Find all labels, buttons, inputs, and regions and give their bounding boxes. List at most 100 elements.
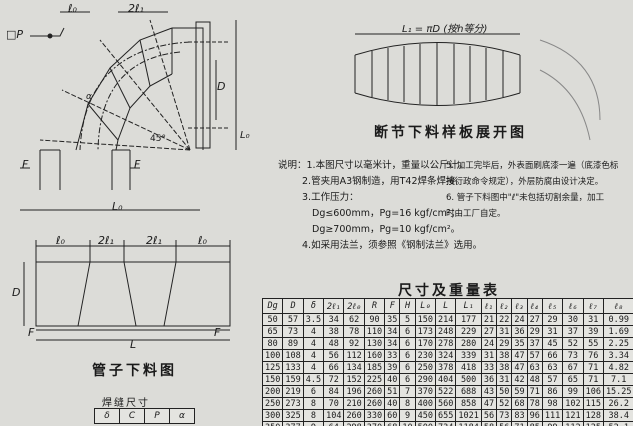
table-cell: 56: [323, 349, 345, 362]
table-cell: 688: [455, 385, 482, 398]
table-cell: 38: [323, 325, 345, 338]
table-cell: 6: [399, 325, 416, 338]
table-cell: 4: [302, 325, 325, 338]
table-cell: 300: [261, 409, 284, 422]
pipe-dim-l: L: [130, 338, 137, 351]
pipe-dim-2l1-b: 2ℓ₁: [146, 234, 162, 247]
table-header-cell: ℓ₄: [526, 298, 543, 314]
table-cell: 125: [582, 421, 604, 426]
table-cell: 38: [496, 361, 513, 374]
dim-f-right: F: [134, 158, 141, 171]
bend-centerline: [97, 51, 181, 151]
note-line: Dg≥700mm，Pg=10 kgf/cm²。: [312, 224, 461, 235]
table-cell: 85: [526, 421, 543, 426]
note-line: 4.如采用法兰，须参照《钢制法兰》选用。: [302, 240, 483, 251]
table-cell: 104: [323, 409, 345, 422]
table-header-row: DgDδ2ℓ₁2ℓ₀RFHL₀LL₁ℓ₁ℓ₂ℓ₃ℓ₄ℓ₅ℓ₆ℓ₇ℓ₈ℓ₉重量: [261, 298, 633, 314]
table-cell: 260: [363, 385, 386, 398]
dim-f-left: F: [22, 158, 29, 171]
table-cell: 98: [541, 397, 564, 410]
table-cell: 324: [435, 349, 457, 362]
table-cell: 57: [541, 373, 564, 386]
table-cell: 60: [384, 409, 401, 422]
weld-header-cell: α: [169, 408, 195, 424]
table-cell: 280: [455, 337, 482, 350]
table-row: 3503779642983706810500734118458567185991…: [261, 421, 633, 426]
table-cell: 48: [526, 373, 543, 386]
table-cell: 64: [323, 421, 345, 426]
table-cell: 52: [496, 397, 513, 410]
table-cell: 134: [343, 361, 365, 374]
table-cell: 43: [480, 385, 498, 398]
table-cell: 57: [282, 313, 304, 326]
table-cell: 273: [282, 397, 304, 410]
table-cell: 6: [399, 361, 416, 374]
table-cell: 99: [562, 385, 584, 398]
table-cell: 35: [384, 313, 401, 326]
note-line: 3.工作压力：: [302, 192, 359, 203]
table-header-cell: ℓ₁: [480, 298, 498, 314]
table-cell: 734: [435, 421, 457, 426]
table-cell: 339: [455, 349, 482, 362]
table-cell: 5: [399, 313, 416, 326]
table-cell: 350: [261, 421, 284, 426]
table-cell: 4: [302, 337, 325, 350]
table-cell: 21: [480, 313, 498, 326]
dim-l0-bottom: L₀: [112, 200, 123, 213]
unroll-title: 断节下料样板展开图: [374, 125, 527, 141]
table-cell: 89: [282, 337, 304, 350]
dim-d-elbow: D: [217, 80, 226, 93]
table-cell: 36: [480, 373, 498, 386]
table-cell: 3.34: [602, 349, 633, 362]
pipe-dim-f-left: F: [28, 326, 35, 339]
elbow-right-flange: [195, 21, 211, 149]
notes-right: 5. 加工完毕后，外表面刷底漆一遍（底漆色标 按行政命令规定），外层防腐由设计决…: [446, 158, 618, 222]
unroll-formula: L₁ = πD (按h等分): [402, 24, 488, 35]
table-cell: 50: [496, 385, 513, 398]
table-cell: 7: [399, 385, 416, 398]
table-cell: 260: [343, 409, 365, 422]
table-cell: 400: [414, 397, 437, 410]
table-cell: 115: [582, 397, 604, 410]
table-cell: 522: [435, 385, 457, 398]
weld-header-cell: C: [119, 408, 145, 424]
table-cell: 80: [261, 337, 284, 350]
table-cell: 450: [414, 409, 437, 422]
table-cell: 298: [343, 421, 365, 426]
table-header-cell: 2ℓ₁: [323, 298, 345, 314]
table-cell: 185: [363, 361, 386, 374]
table-cell: 37: [526, 337, 543, 350]
table-header-cell: L₁: [455, 298, 482, 314]
table-cell: 177: [455, 313, 482, 326]
table-cell: 31: [582, 313, 604, 326]
table-cell: 26.2: [602, 397, 633, 410]
table-cell: 8: [302, 397, 325, 410]
table-cell: 278: [435, 337, 457, 350]
table-cell: 100: [261, 349, 284, 362]
table-cell: 370: [363, 421, 386, 426]
table-cell: 170: [414, 337, 437, 350]
table-cell: 37: [562, 325, 584, 338]
pipe-dim-l0-right: ℓ₀: [198, 234, 207, 247]
table-cell: 76: [582, 349, 604, 362]
table-cell: 72: [323, 373, 345, 386]
table-header-cell: L₀: [414, 298, 437, 314]
table-cell: 4.5: [302, 373, 325, 386]
table-cell: 1021: [455, 409, 482, 422]
elbow-drawing: [20, 11, 237, 211]
table-header-cell: Dg: [261, 298, 284, 314]
table-cell: 99: [541, 421, 564, 426]
table-cell: 31: [496, 373, 513, 386]
table-cell: 96: [526, 409, 543, 422]
table-cell: 71: [511, 421, 528, 426]
pipe-cutting-drawing: [23, 240, 231, 341]
dim-2l1-top: 2ℓ₁: [128, 2, 144, 15]
table-cell: 66: [323, 361, 345, 374]
table-cell: 655: [435, 409, 457, 422]
